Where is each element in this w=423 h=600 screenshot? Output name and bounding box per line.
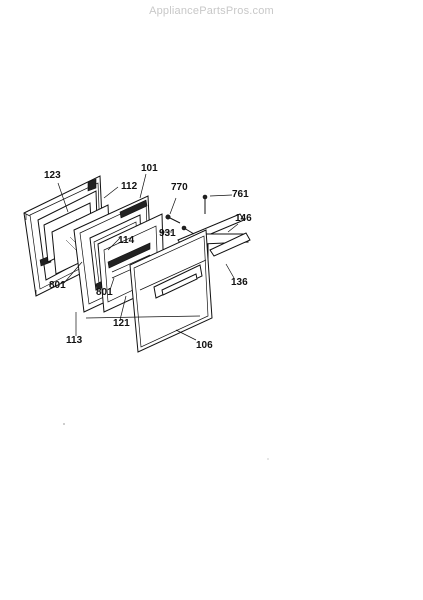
speck-mark-2 [267,458,269,460]
callout-136: 136 [231,277,248,288]
callout-801-left: 801 [49,280,66,291]
callout-113: 113 [66,335,83,346]
callout-121: 121 [113,318,130,329]
callout-101: 101 [141,163,158,174]
screw-931 [181,225,195,235]
screw-770 [165,214,181,224]
callout-106: 106 [196,340,213,351]
callout-801-center: 801 [96,287,113,298]
callout-146: 146 [235,213,252,224]
speck-mark [63,423,65,425]
callout-770: 770 [171,182,188,193]
callout-123: 123 [44,170,61,181]
callout-761: 761 [232,189,249,200]
callout-114: 114 [118,235,135,246]
screw-761 [202,194,208,214]
outer-door-panel-106 [129,229,213,353]
leader-lines [57,173,239,341]
callout-112: 112 [121,181,138,192]
watermark: AppliancePartsPros.com [149,5,274,17]
callout-931: 931 [159,228,176,239]
